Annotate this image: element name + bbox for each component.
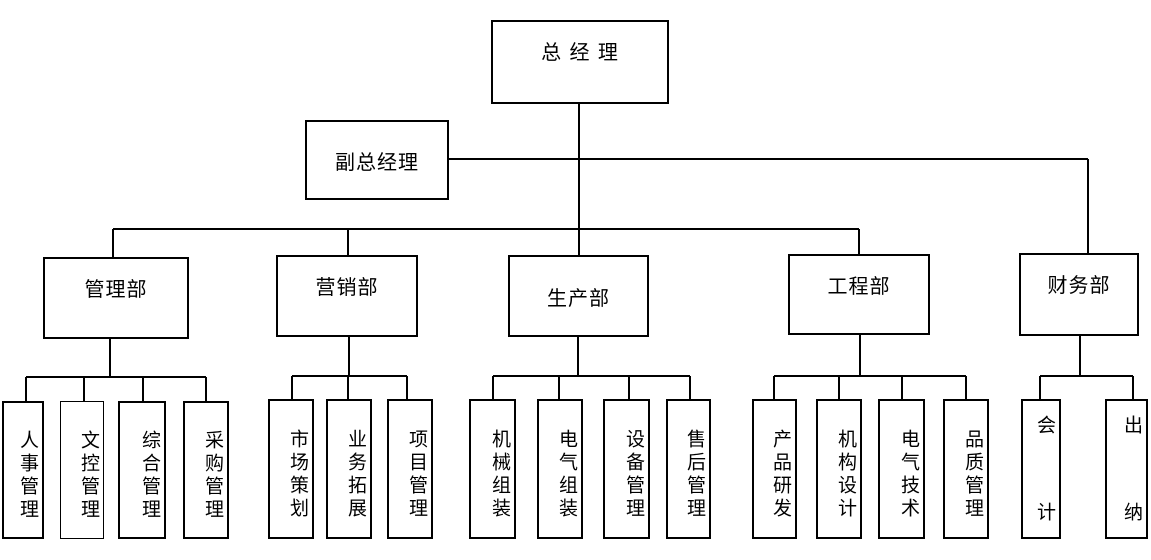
- deputy-label: 副总经理: [335, 149, 419, 174]
- unit-box-quality-management: 品质管理: [943, 399, 989, 539]
- unit-label: 设备管理: [623, 429, 645, 521]
- unit-box-hr: 人事管理: [2, 401, 44, 539]
- dept-label: 营销部: [315, 275, 379, 299]
- unit-label: 文控管理: [78, 430, 100, 522]
- dept-box-admin: 管理部: [43, 257, 189, 339]
- ceo-box: 总 经 理: [491, 20, 669, 104]
- unit-label-bottom: 纳: [1121, 502, 1143, 525]
- dept-box-production: 生产部: [508, 255, 649, 337]
- unit-box-accounting: 会 计: [1021, 399, 1061, 539]
- unit-label: 售后管理: [684, 429, 706, 521]
- deputy-box: 副总经理: [305, 120, 449, 200]
- unit-label: 电气技术: [898, 429, 920, 521]
- unit-label: 人事管理: [17, 430, 39, 522]
- unit-label: 品质管理: [962, 429, 984, 521]
- unit-box-purchasing: 采购管理: [183, 401, 229, 539]
- dept-box-finance: 财务部: [1019, 253, 1139, 336]
- unit-label-top: 会: [1034, 415, 1056, 438]
- unit-label: 市场策划: [287, 429, 309, 521]
- unit-box-electrical-technology: 电气技术: [878, 399, 925, 539]
- dept-label: 工程部: [827, 274, 891, 298]
- dept-label: 生产部: [547, 285, 610, 310]
- dept-box-marketing: 营销部: [276, 255, 418, 337]
- unit-label-bottom: 计: [1034, 502, 1056, 525]
- unit-box-project-management: 项目管理: [387, 399, 433, 539]
- dept-label: 财务部: [1047, 273, 1111, 297]
- unit-box-mechanism-design: 机构设计: [816, 399, 862, 539]
- unit-box-document-control: 文控管理: [60, 401, 104, 539]
- unit-label: 业务拓展: [345, 429, 367, 521]
- unit-box-market-planning: 市场策划: [268, 399, 314, 539]
- unit-label: 综合管理: [139, 430, 161, 522]
- unit-box-electrical-assembly: 电气组装: [537, 399, 583, 539]
- unit-box-product-rnd: 产品研发: [752, 399, 797, 539]
- ceo-label: 总 经 理: [541, 40, 619, 64]
- unit-label: 产品研发: [770, 429, 792, 521]
- unit-box-after-sales: 售后管理: [666, 399, 711, 539]
- unit-label: 项目管理: [406, 429, 428, 521]
- unit-label: 电气组装: [556, 429, 578, 521]
- unit-label-top: 出: [1121, 415, 1143, 438]
- unit-label: 采购管理: [202, 430, 224, 522]
- unit-box-business-development: 业务拓展: [326, 399, 372, 539]
- unit-label: 机构设计: [835, 429, 857, 521]
- dept-box-engineering: 工程部: [788, 254, 930, 335]
- unit-box-general: 综合管理: [118, 401, 166, 539]
- unit-box-mechanical-assembly: 机械组装: [469, 399, 516, 539]
- dept-label: 管理部: [84, 277, 148, 301]
- unit-label: 机械组装: [489, 429, 511, 521]
- unit-box-cashier: 出 纳: [1105, 399, 1148, 539]
- unit-box-equipment-management: 设备管理: [603, 399, 650, 539]
